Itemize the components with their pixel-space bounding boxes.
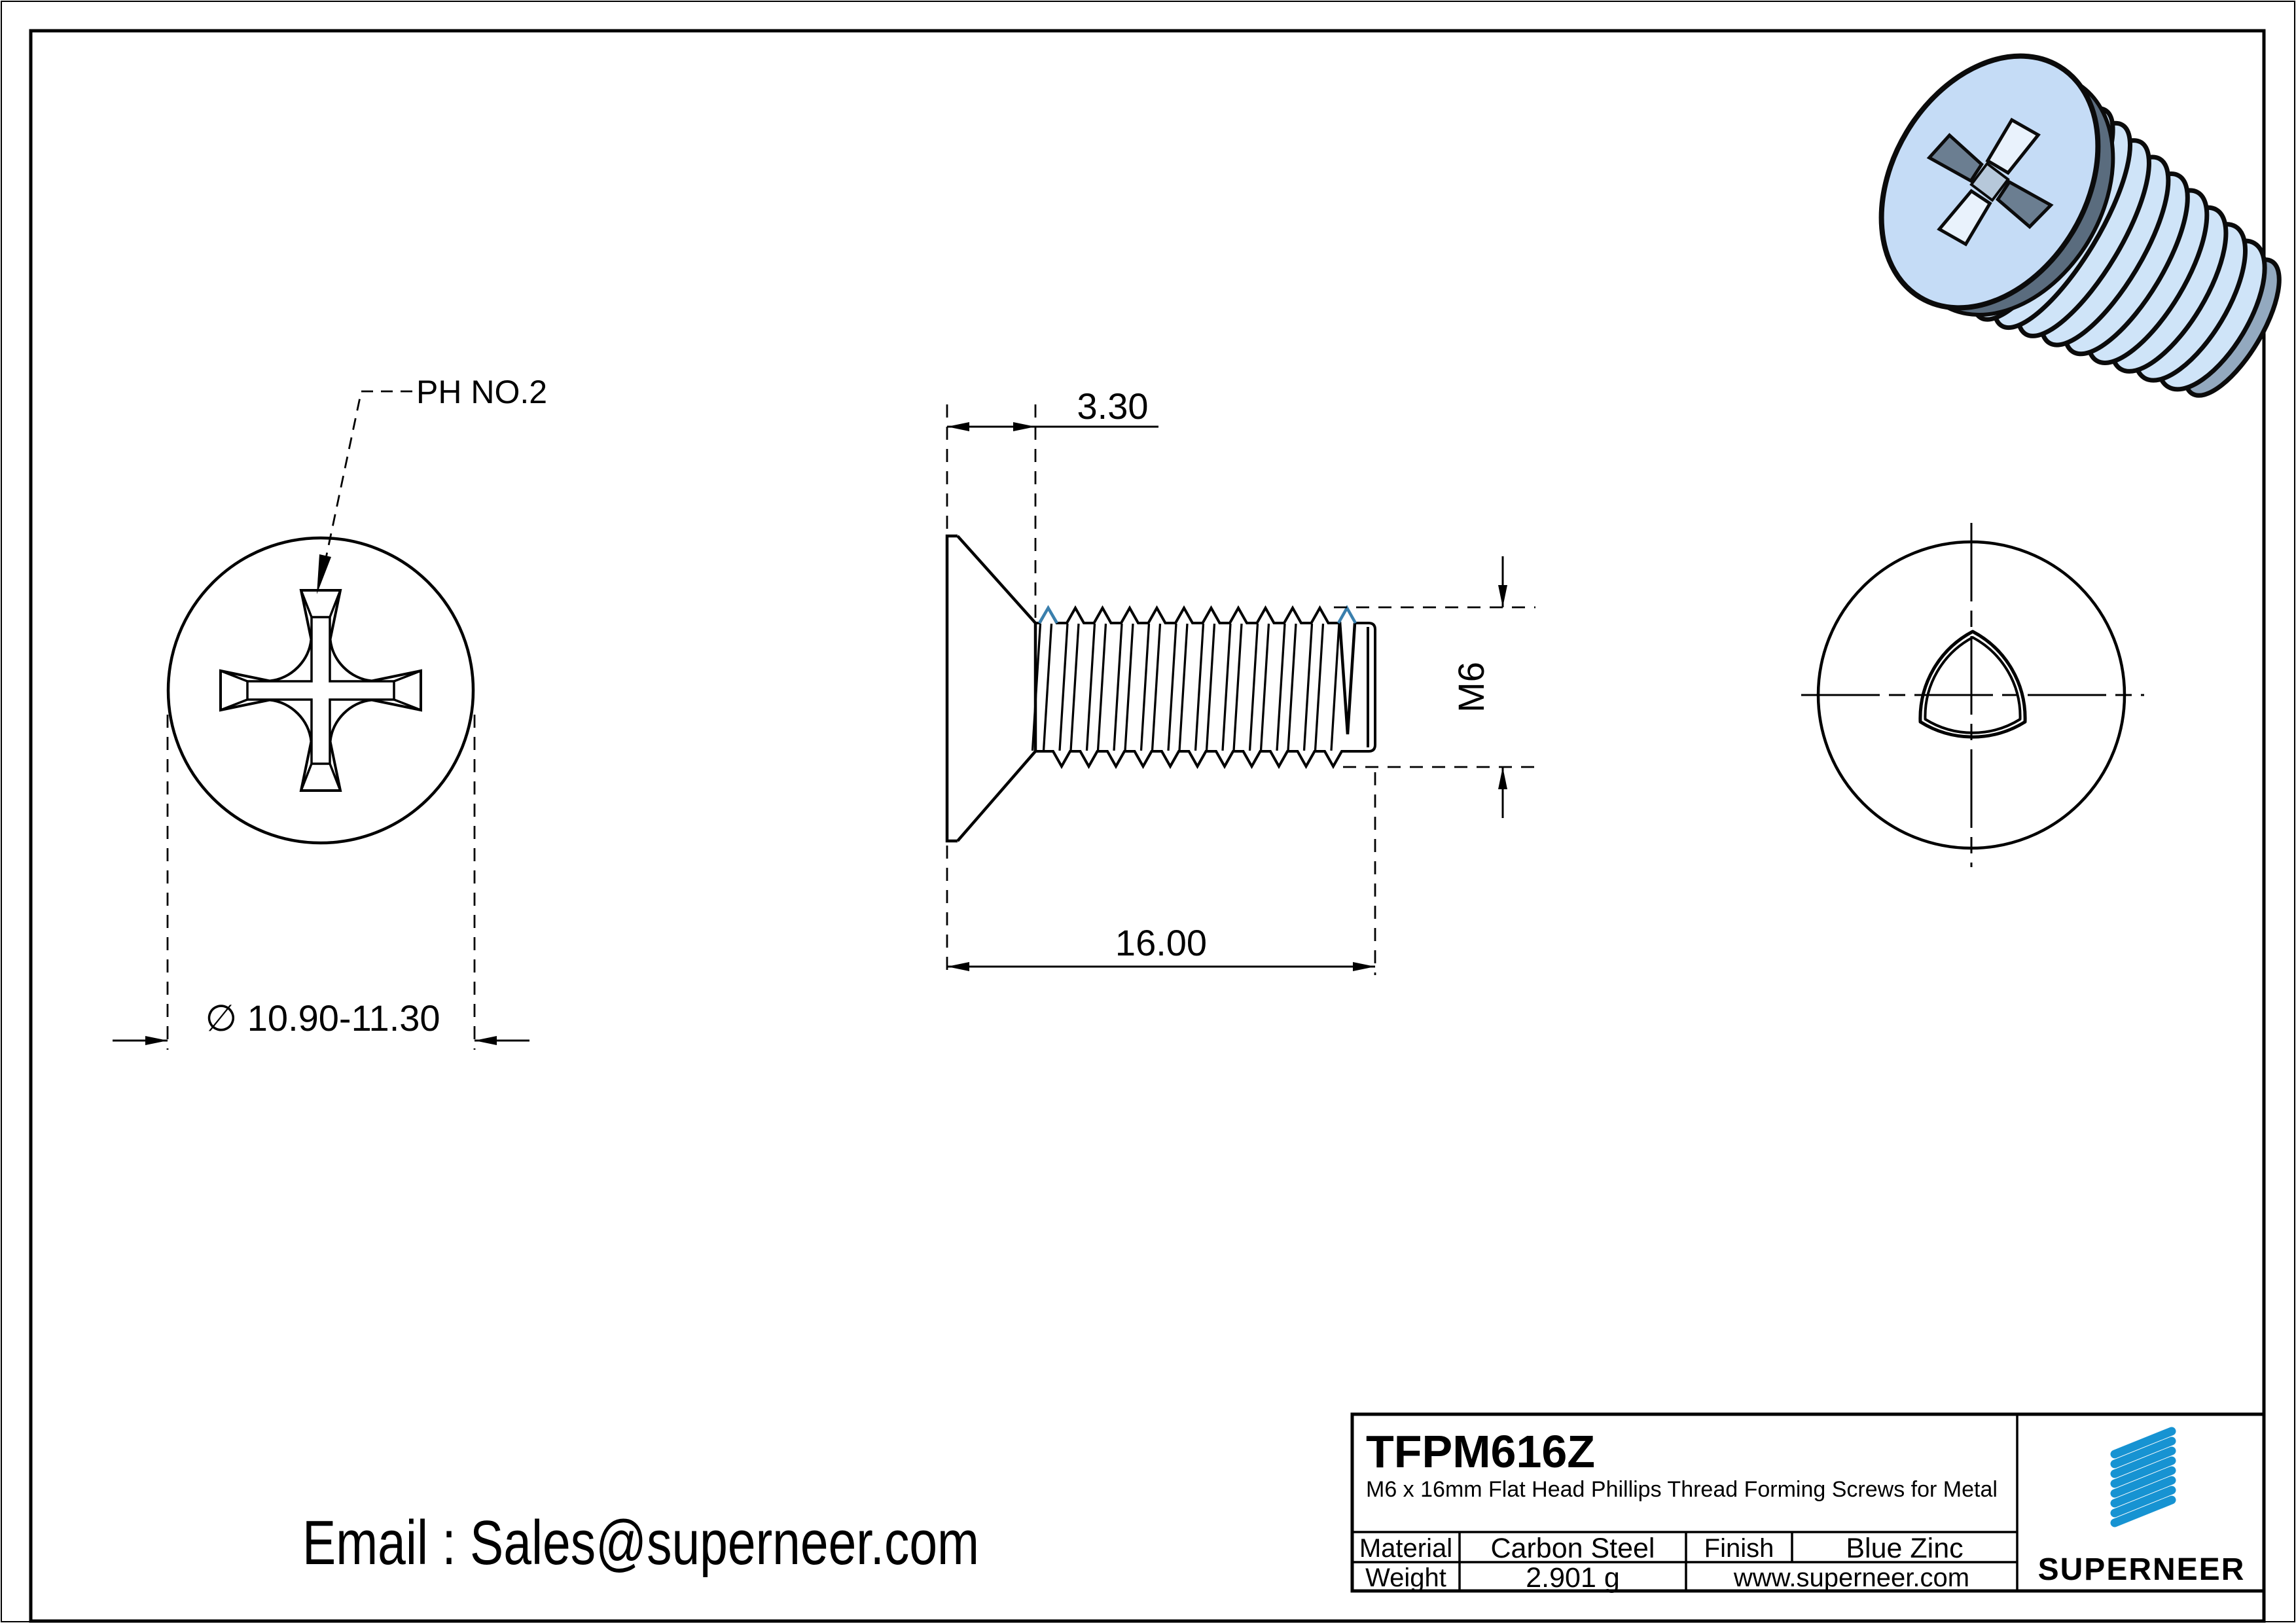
thread-accent-first [1038,605,1058,624]
tip-end-face [1342,622,1376,753]
material-label: Material [1359,1534,1452,1563]
trilobular-profile [1918,630,2027,739]
dim-arrow [1353,962,1375,971]
thread-dim-text: M6 [1450,662,1492,713]
dim-arrow [1498,767,1507,789]
screw-3d-phillips-recess [1926,117,2054,247]
end-view [1801,523,2144,867]
thread-runout [1338,621,1357,735]
drawing-frame [29,29,2266,1623]
title-block-grid-lines [1352,1414,2018,1591]
phillips-flank-lines [220,590,422,791]
ph-leader-arrow [317,554,331,594]
phillips-recess [219,589,422,792]
phillips-inner-outline [246,616,395,765]
thread-dia-extension-lines [1334,606,1535,768]
title-block: TFPM616Z M6 x 16mm Flat Head Phillips Th… [1350,1412,2266,1594]
diameter-extension-lines [166,715,476,1050]
website-link[interactable]: www.superneer.com [1733,1563,1969,1592]
thread-crest-top [1035,605,1357,624]
material-value: Carbon Steel [1491,1533,1655,1564]
trilobe-outer [1918,630,2027,739]
length-dim-text: 16.00 [1115,922,1207,963]
superneer-logo-icon [2110,1427,2176,1527]
thread-flank-lines [1031,623,1340,751]
weight-label: Weight [1365,1563,1446,1592]
dim-arrow [1498,585,1507,607]
brand-name: SUPERNEER [2038,1552,2246,1587]
head-height-dim-text: 3.30 [1077,385,1149,427]
part-description: M6 x 16mm Flat Head Phillips Thread Form… [1366,1477,1998,1502]
dim-arrow [1013,422,1035,431]
phillips-outer-outline [219,589,422,792]
contact-email: Email : Sales@superneer.com [302,1508,979,1578]
screw-3d-render [1878,53,2282,398]
dim-arrow [947,422,969,431]
trilobe-inner [1924,636,2022,734]
weight-value: 2.901 g [1526,1562,1619,1594]
ph-leader-line [323,390,412,565]
length-extension-lines [946,772,1376,975]
side-view: 3.30 16.00 M6 [945,385,1535,975]
finish-label: Finish [1704,1534,1774,1563]
thread-accent-last [1337,605,1357,624]
dim-arrow [145,1036,168,1045]
front-view: PH NO.2 ∅ 10.90-11.30 [113,374,547,1050]
finish-value: Blue Zinc [1846,1533,1963,1564]
part-number: TFPM616Z [1366,1426,1595,1477]
thread-crest-bottom [1035,750,1369,770]
head-outline-circle [166,536,475,845]
head-profile [945,534,1037,843]
diameter-dim-text: ∅ 10.90-11.30 [205,997,440,1039]
dim-arrow [947,962,969,971]
head-height-extension-lines [946,404,1037,619]
dim-arrow [475,1036,497,1045]
drive-size-label: PH NO.2 [416,374,547,410]
